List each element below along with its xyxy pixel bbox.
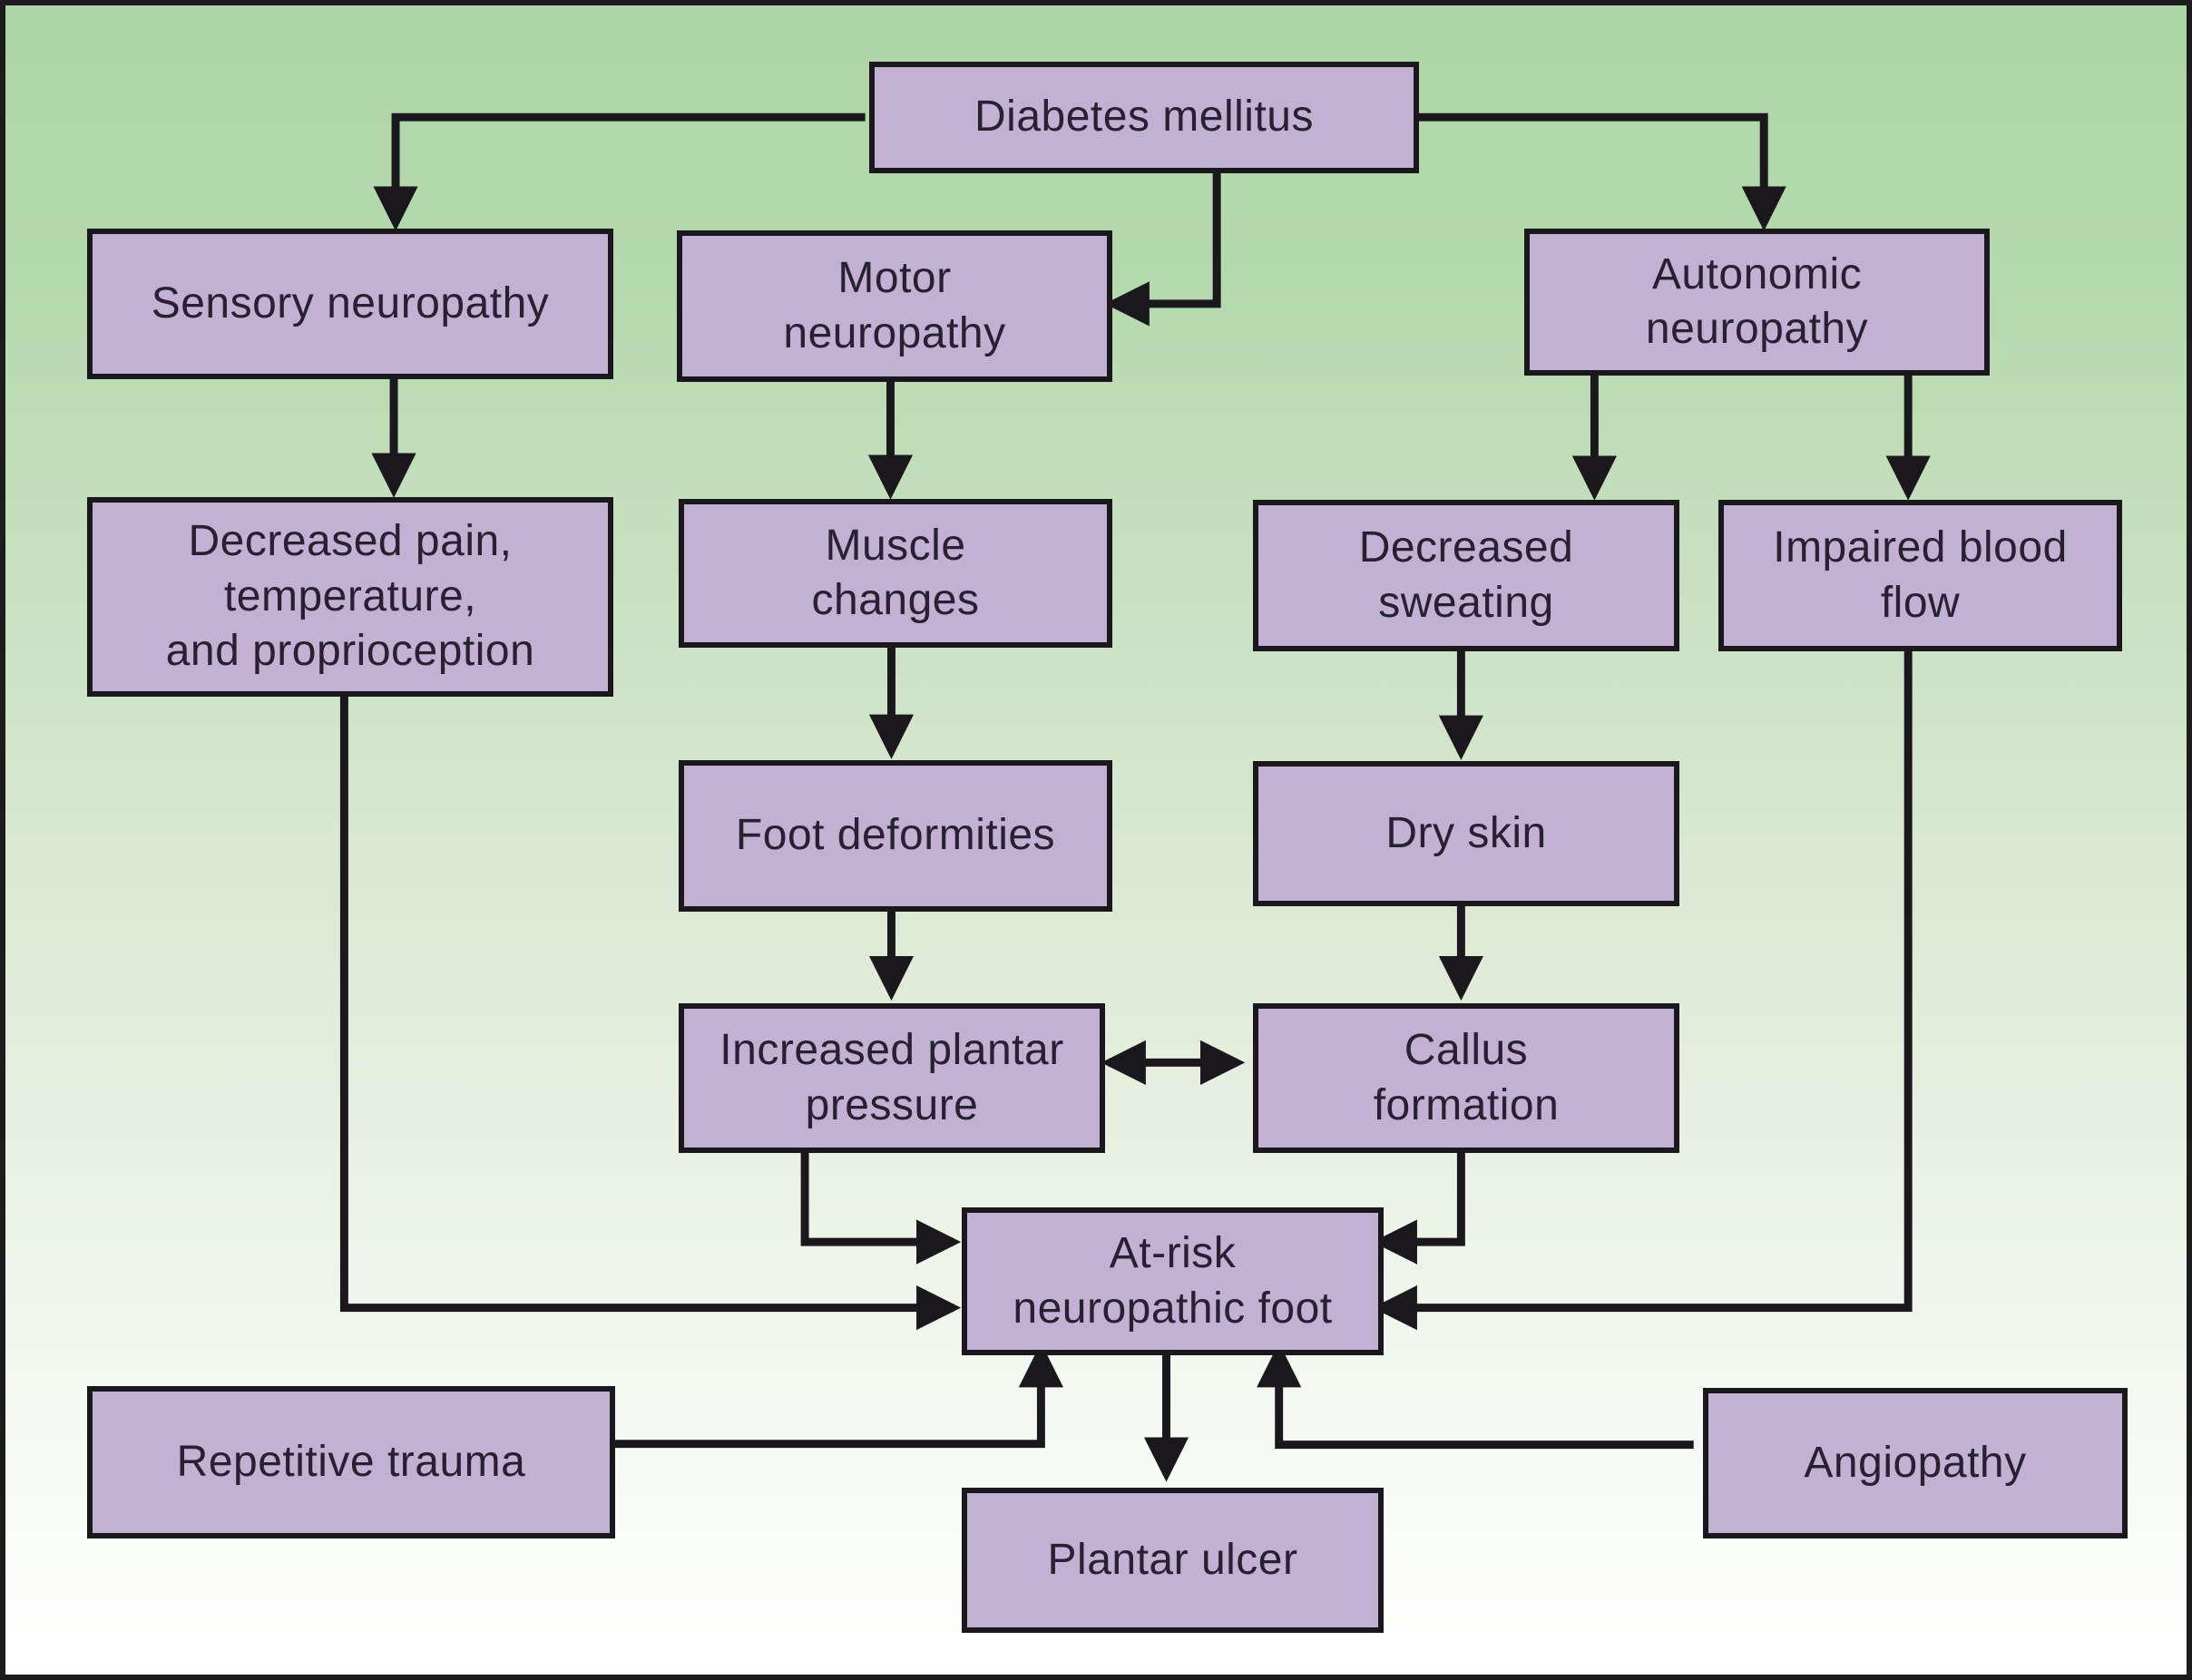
edge-increased-plantar-pressure-to-at-risk-neuropathic-foot: [800, 1145, 962, 1265]
edge-impaired-blood-flow-to-at-risk-neuropathic-foot: [1372, 647, 1913, 1331]
node-angiopathy: Angiopathy: [1703, 1388, 2128, 1538]
edge-angiopathy-to-at-risk-neuropathic-foot: [1257, 1343, 1694, 1450]
connector-layer: [339, 112, 1931, 1482]
edge-callus-formation-to-at-risk-neuropathic-foot: [1372, 1145, 1465, 1265]
edge-diabetes-mellitus-to-motor-neuropathy: [1104, 171, 1221, 327]
node-dry-skin: Dry skin: [1253, 761, 1679, 906]
node-decreased-sweating: Decreased sweating: [1253, 500, 1679, 651]
edge-diabetes-mellitus-to-autonomic-neuropathy: [1411, 112, 1786, 231]
node-repetitive-trauma: Repetitive trauma: [87, 1386, 615, 1538]
node-foot-deformities: Foot deformities: [679, 760, 1112, 912]
node-at-risk-neuropathic-foot: At-risk neuropathic foot: [962, 1207, 1384, 1355]
node-diabetes-mellitus: Diabetes mellitus: [869, 62, 1419, 173]
edge-diabetes-mellitus-to-sensory-neuropathy: [373, 112, 866, 231]
node-motor-neuropathy: Motor neuropathy: [677, 230, 1112, 382]
node-plantar-ulcer: Plantar ulcer: [962, 1488, 1384, 1633]
node-muscle-changes: Muscle changes: [679, 499, 1112, 648]
edge-repetitive-trauma-to-at-risk-neuropathic-foot: [612, 1343, 1063, 1449]
node-decreased-pain: Decreased pain, temperature, and proprio…: [87, 497, 613, 697]
node-sensory-neuropathy: Sensory neuropathy: [87, 229, 613, 379]
node-callus-formation: Callus formation: [1253, 1003, 1679, 1153]
node-impaired-blood-flow: Impaired blood flow: [1718, 500, 2122, 651]
node-increased-plantar-pressure: Increased plantar pressure: [679, 1003, 1105, 1153]
edge-decreased-pain-to-at-risk-neuropathic-foot: [339, 692, 962, 1331]
node-autonomic-neuropathy: Autonomic neuropathy: [1524, 229, 1990, 376]
